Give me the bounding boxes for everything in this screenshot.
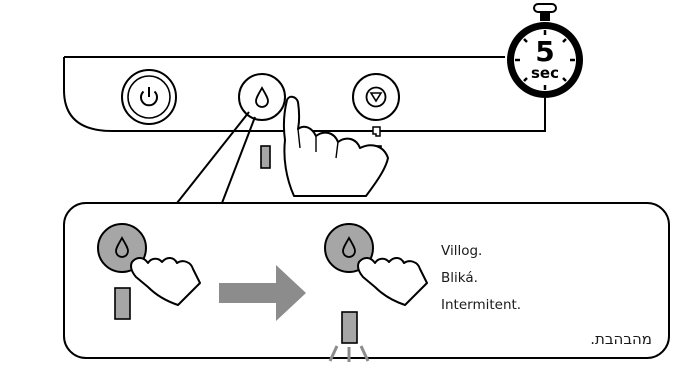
pointing-hand-icon [130, 257, 201, 306]
status-text-hungarian: Villog. [441, 243, 483, 259]
callout-led-before [114, 287, 131, 320]
right-arrow-icon [219, 265, 306, 321]
status-text-hebrew: מהבהבת. [590, 330, 652, 348]
ink-drop-icon [255, 86, 269, 108]
ink-button [238, 73, 286, 121]
control-panel [63, 56, 546, 132]
status-text-czech: Bliká. [441, 270, 478, 286]
timer-seconds: 5 [535, 35, 554, 68]
stop-button [352, 73, 400, 121]
blink-rays [328, 345, 370, 362]
zoom-line-left [176, 111, 250, 204]
power-icon [140, 87, 158, 107]
ink-led [260, 145, 271, 169]
power-button [121, 69, 177, 125]
ink-drop-icon [115, 236, 129, 258]
paper-icon [372, 126, 381, 137]
ink-drop-icon [342, 236, 356, 258]
stop-icon [365, 86, 387, 108]
stopwatch-icon: 5 sec [507, 3, 583, 98]
pointing-hand-icon [357, 257, 428, 306]
timer-unit: sec [531, 64, 559, 82]
pointing-hand-icon [282, 95, 389, 197]
status-text-romanian: Intermitent. [441, 297, 522, 313]
zoom-line-right [221, 116, 256, 204]
callout-led-after [341, 311, 358, 344]
